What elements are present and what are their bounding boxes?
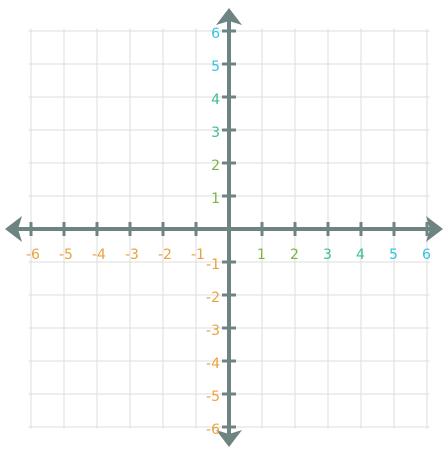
y-axis-down-arrow xyxy=(216,430,242,447)
x-axis-labels: -6 -5 -4 -3 -2 -1 1 2 3 4 5 6 xyxy=(26,247,431,263)
axes xyxy=(5,8,443,447)
y-tick-label: -4 xyxy=(206,356,220,372)
y-tick-label: 3 xyxy=(211,125,220,141)
x-tick-label: 6 xyxy=(422,247,431,263)
y-tick-label: -3 xyxy=(206,323,220,339)
x-tick-label: 4 xyxy=(356,247,365,263)
y-axis-up-arrow xyxy=(216,8,242,25)
tick-marks xyxy=(29,29,429,429)
y-tick-label: -1 xyxy=(206,257,220,273)
x-tick-label: -2 xyxy=(158,247,172,263)
x-tick-label: -3 xyxy=(125,247,139,263)
x-tick-label: 3 xyxy=(323,247,332,263)
y-tick-label: 2 xyxy=(211,158,220,174)
x-tick-label: 2 xyxy=(290,247,299,263)
y-tick-label: -5 xyxy=(206,389,220,405)
y-tick-label: -6 xyxy=(206,422,220,438)
y-tick-label: 1 xyxy=(211,191,220,207)
y-tick-label: 6 xyxy=(211,26,220,42)
x-axis-right-arrow xyxy=(426,216,443,242)
x-tick-label: -4 xyxy=(92,247,106,263)
x-tick-label: -6 xyxy=(26,247,40,263)
x-tick-label: -1 xyxy=(191,247,205,263)
x-tick-label: 5 xyxy=(389,247,398,263)
x-tick-label: 1 xyxy=(257,247,266,263)
x-tick-label: -5 xyxy=(59,247,73,263)
x-axis-left-arrow xyxy=(5,216,22,242)
y-tick-label: 4 xyxy=(211,92,220,108)
y-tick-label: 5 xyxy=(211,59,220,75)
y-tick-label: -2 xyxy=(206,290,220,306)
y-axis-labels: 6 5 4 3 2 1 -1 -2 -3 -4 -5 -6 xyxy=(206,26,220,438)
